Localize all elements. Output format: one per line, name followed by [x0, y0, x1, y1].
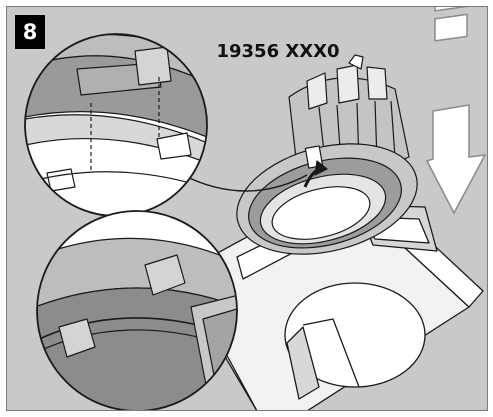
down-arrow-icon [425, 7, 487, 215]
step-number-badge: 8 [15, 15, 45, 49]
callout-leader-top [182, 174, 308, 192]
downlight-module [236, 54, 418, 255]
part-number-label: 19356 XXX0 [216, 41, 340, 62]
detail-callout-bottom [36, 210, 238, 410]
assembly-illustration [24, 7, 487, 410]
instruction-panel: 8 19356 XXX0 [6, 6, 488, 411]
step-number: 8 [22, 20, 38, 44]
